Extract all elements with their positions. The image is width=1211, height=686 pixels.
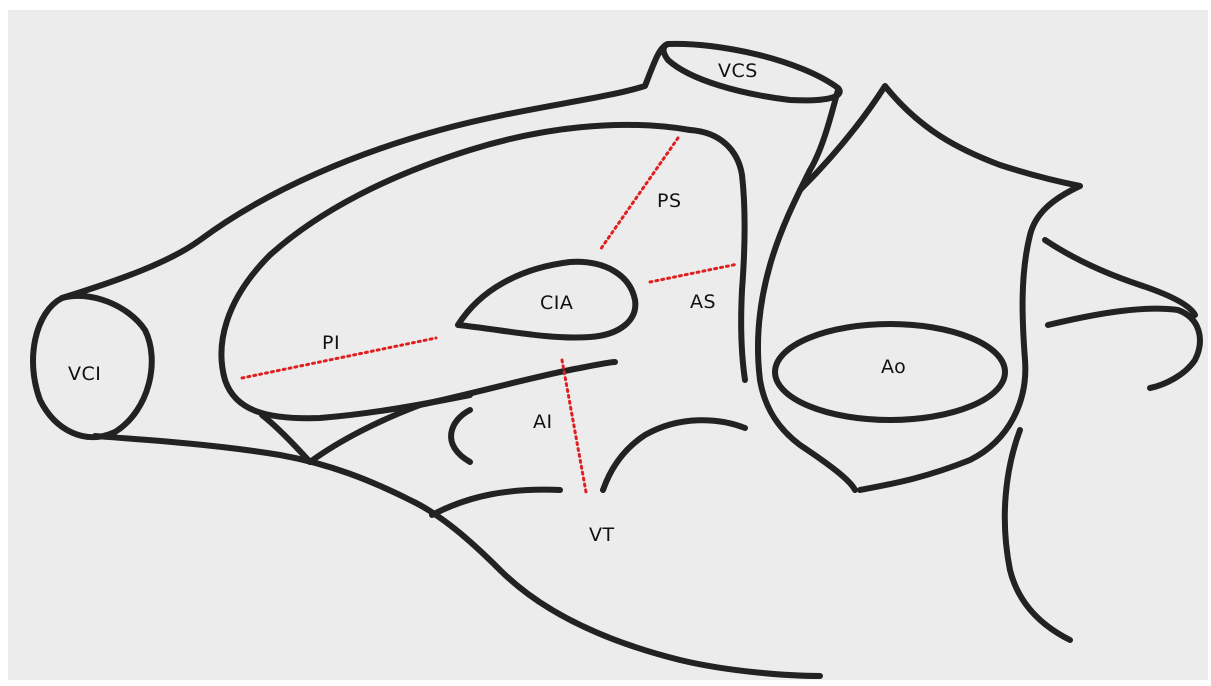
label-ps: PS: [657, 190, 682, 212]
label-vci: VCI: [68, 363, 101, 385]
label-pi: PI: [322, 332, 340, 354]
label-vcs: VCS: [718, 60, 758, 82]
label-cia: CIA: [540, 292, 573, 314]
label-vt: VT: [589, 524, 615, 546]
label-as: AS: [690, 291, 716, 313]
label-ao: Ao: [881, 356, 906, 378]
paper-background: [8, 10, 1208, 680]
label-ai: AI: [533, 411, 553, 433]
